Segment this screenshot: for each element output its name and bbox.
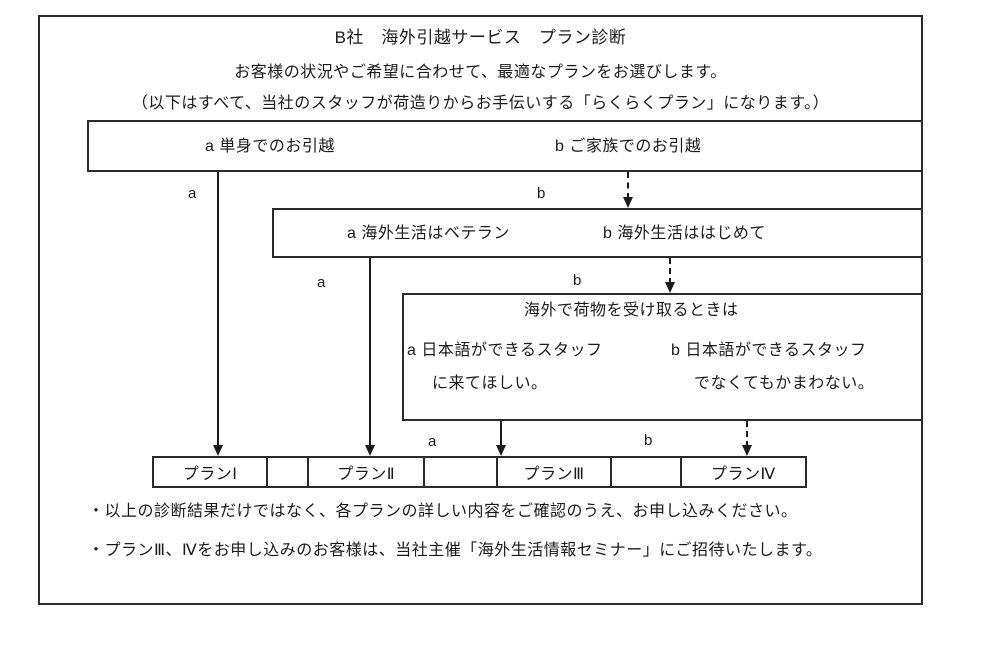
question3-box (402, 293, 921, 421)
subtitle: お客様の状況やご希望に合わせて、最適なプランをお選びします。 (234, 64, 727, 81)
question3-option-a-line2: に来てほしい。 (432, 375, 548, 392)
branch1-b-label: b (537, 185, 546, 202)
arrow-shaft (627, 172, 629, 199)
arrowhead-down-icon (213, 445, 223, 456)
arrow-shaft (369, 258, 371, 447)
branch2-a-label: a (317, 274, 326, 291)
intro-note: （以下はすべて、当社のスタッフが荷造りからお手伝いする「らくらくプラン」になりま… (131, 95, 830, 112)
arrow-q1a-to-plan1 (213, 172, 223, 456)
question3-option-b-line1: b 日本語ができるスタッフ (671, 342, 867, 359)
arrow-q1b-to-q2 (623, 172, 633, 208)
branch3-a-label: a (428, 433, 437, 450)
question1-option-b: b ご家族でのお引越 (555, 138, 702, 155)
arrowhead-down-icon (665, 282, 675, 293)
plan-cell-3: プランⅢ (498, 458, 613, 486)
arrow-q2a-to-plan2 (365, 258, 375, 456)
arrow-shaft (217, 172, 219, 447)
branch2-b-label: b (573, 272, 582, 289)
arrow-shaft (746, 421, 748, 447)
arrow-shaft (500, 421, 502, 447)
page-title: B社 海外引越サービス プラン診断 (334, 28, 627, 47)
question3-option-b-line2: でなくてもかまわない。 (694, 375, 875, 392)
plan-spacer-cell (612, 458, 682, 486)
question2-option-b: b 海外生活ははじめて (603, 225, 766, 242)
footnote-1: ・以上の診断結果だけではなく、各プランの詳しい内容をご確認のうえ、お申し込みくだ… (88, 503, 798, 520)
question1-box (87, 120, 921, 172)
branch3-b-label: b (644, 432, 653, 449)
arrow-shaft (669, 258, 671, 284)
branch1-a-label: a (188, 185, 197, 202)
plan-result-row: プランⅠ プランⅡ プランⅢ プランⅣ (152, 456, 807, 488)
plan-spacer-cell (425, 458, 498, 486)
arrowhead-down-icon (742, 445, 752, 456)
arrow-q3b-to-plan4 (742, 421, 752, 456)
arrowhead-down-icon (365, 445, 375, 456)
footnote-2: ・プランⅢ、Ⅳをお申し込みのお客様は、当社主催「海外生活情報セミナー」にご招待い… (88, 542, 823, 559)
arrow-q3a-to-plan3 (496, 421, 506, 456)
plan-cell-2: プランⅡ (309, 458, 426, 486)
plan-cell-1: プランⅠ (154, 458, 269, 486)
question1-option-a: a 単身でのお引越 (205, 138, 335, 155)
question2-option-a: a 海外生活はベテラン (347, 225, 510, 242)
question3-option-a-line1: a 日本語ができるスタッフ (407, 342, 603, 359)
arrow-q2b-to-q3 (665, 258, 675, 293)
arrowhead-down-icon (623, 197, 633, 208)
plan-spacer-cell (268, 458, 310, 486)
arrowhead-down-icon (496, 445, 506, 456)
question3-title: 海外で荷物を受け取るときは (524, 302, 739, 319)
plan-cell-4: プランⅣ (710, 466, 776, 483)
question2-box (272, 208, 921, 258)
